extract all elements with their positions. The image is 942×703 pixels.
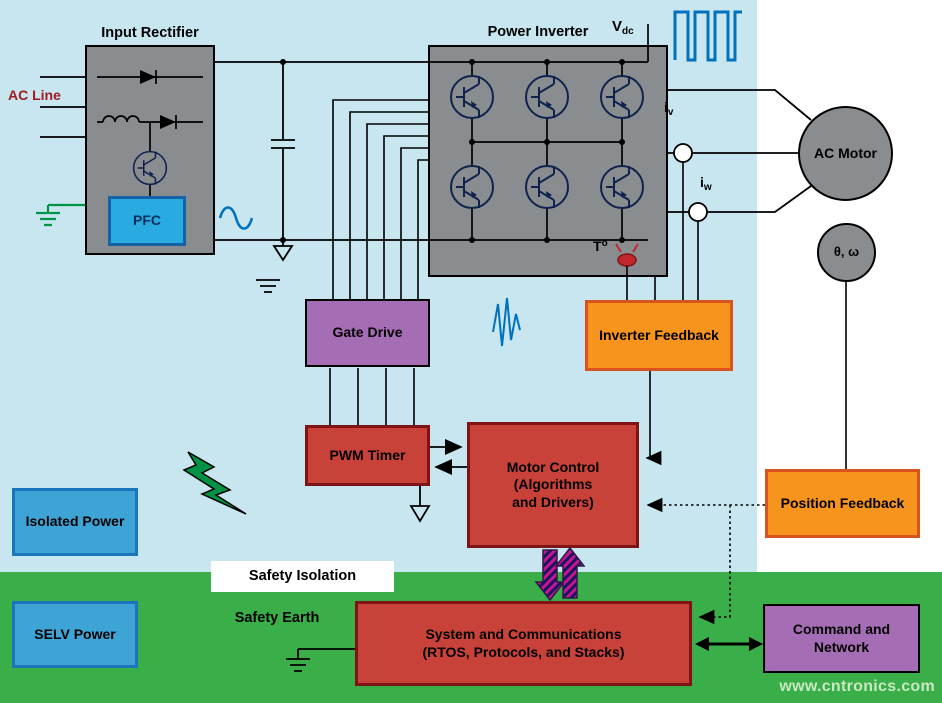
pfc-label: PFC bbox=[133, 212, 161, 229]
safety-isolation-label-box: Safety Isolation bbox=[211, 561, 394, 592]
isolated-power-label: Isolated Power bbox=[25, 513, 125, 530]
isolated-power-block: Isolated Power bbox=[12, 488, 138, 556]
gate-drive-label: Gate Drive bbox=[332, 324, 403, 341]
temp-sup: o bbox=[601, 238, 608, 249]
motor-control-line2: (Algorithms bbox=[513, 476, 593, 493]
iv-sub: v bbox=[667, 107, 674, 118]
encoder-label: θ, ω bbox=[833, 244, 860, 260]
power-inverter-block bbox=[428, 45, 668, 277]
current-iv-label: iv bbox=[664, 99, 673, 118]
motor-control-line1: Motor Control bbox=[506, 458, 600, 475]
gate-drive-block: Gate Drive bbox=[305, 299, 430, 367]
pwm-timer-block: PWM Timer bbox=[305, 425, 430, 486]
command-network-block: Command and Network bbox=[763, 604, 920, 673]
temperature-label: To bbox=[593, 238, 608, 254]
ac-motor-label: AC Motor bbox=[814, 144, 877, 161]
safety-earth-label: Safety Earth bbox=[234, 610, 320, 626]
vdc-main: V bbox=[612, 18, 623, 35]
system-comms-line1: System and Communications bbox=[425, 626, 622, 642]
system-communications-block: System and Communications (RTOS, Protoco… bbox=[355, 601, 692, 686]
position-feedback-label: Position Feedback bbox=[780, 494, 905, 511]
command-network-line1: Command and bbox=[792, 621, 891, 637]
motor-control-block: Motor Control (Algorithms and Drivers) bbox=[467, 422, 639, 548]
motor-control-line3: and Drivers) bbox=[512, 493, 594, 510]
input-rectifier-title: Input Rectifier bbox=[101, 25, 199, 41]
pfc-block: PFC bbox=[108, 196, 186, 246]
position-encoder-circle: θ, ω bbox=[817, 223, 876, 282]
temp-main: T bbox=[593, 238, 602, 254]
ac-line-label: AC Line bbox=[8, 87, 61, 103]
inverter-feedback-block: Inverter Feedback bbox=[585, 300, 733, 371]
vdc-label: Vdc bbox=[612, 18, 634, 37]
position-feedback-block: Position Feedback bbox=[765, 469, 920, 538]
vdc-sub: dc bbox=[622, 26, 634, 37]
watermark: www.cntronics.com bbox=[779, 678, 935, 695]
iv-main: i bbox=[664, 99, 668, 115]
selv-power-label: SELV Power bbox=[34, 625, 116, 642]
system-comms-line2: (RTOS, Protocols, and Stacks) bbox=[422, 643, 625, 660]
iw-main: i bbox=[700, 174, 704, 190]
ac-motor-circle: AC Motor bbox=[798, 106, 893, 201]
current-iw-label: iw bbox=[700, 174, 712, 193]
command-network-line2: Network bbox=[813, 638, 870, 655]
iw-sub: w bbox=[703, 182, 712, 193]
safety-isolation-label: Safety Isolation bbox=[248, 568, 357, 585]
pwm-timer-label: PWM Timer bbox=[329, 446, 406, 463]
selv-power-block: SELV Power bbox=[12, 601, 138, 668]
inverter-feedback-label: Inverter Feedback bbox=[599, 326, 719, 343]
